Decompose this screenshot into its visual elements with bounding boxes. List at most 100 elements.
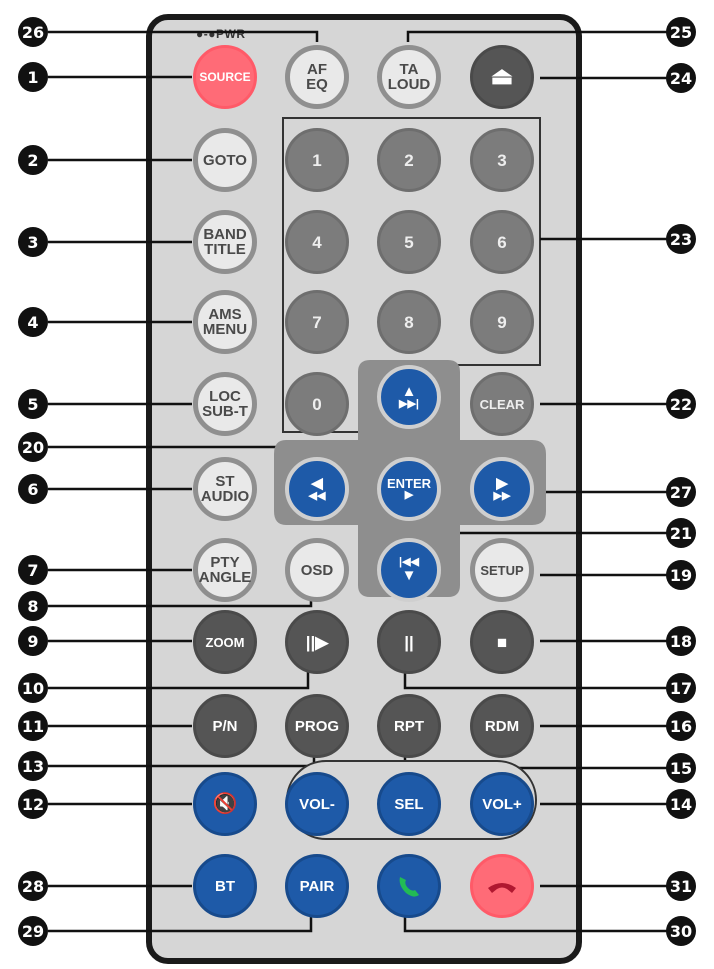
pause-button[interactable]: ||: [377, 610, 441, 674]
rdm-button[interactable]: RDM: [470, 694, 534, 758]
source-label: SOURCE: [199, 70, 251, 84]
zoom-button[interactable]: ZOOM: [193, 610, 257, 674]
vol-minus-button[interactable]: VOL-: [285, 772, 349, 836]
rewind-icon: ◀◀: [308, 490, 326, 502]
callout-12: 12: [18, 789, 48, 819]
goto-label: GOTO: [203, 151, 247, 169]
stop-icon: ■: [496, 632, 508, 652]
callout-13: 13: [18, 751, 48, 781]
loc-label: LOC: [209, 388, 241, 405]
digit-3-button[interactable]: 3: [470, 128, 534, 192]
callout-29: 29: [18, 916, 48, 946]
goto-button[interactable]: GOTO: [193, 128, 257, 192]
digit-2-button[interactable]: 2: [377, 128, 441, 192]
power-label: ●-●PWR: [196, 27, 246, 41]
title-label: TITLE: [204, 241, 246, 258]
digit-label: 8: [404, 312, 414, 332]
clear-label: CLEAR: [479, 396, 525, 412]
pn-button[interactable]: P/N: [193, 694, 257, 758]
callout-19: 19: [666, 560, 696, 590]
right-forward-button[interactable]: ▶▶▶: [470, 457, 534, 521]
pause-icon: ||: [404, 632, 414, 652]
step-play-button[interactable]: ||▶: [285, 610, 349, 674]
prog-button[interactable]: PROG: [285, 694, 349, 758]
rpt-button[interactable]: RPT: [377, 694, 441, 758]
callout-15: 15: [666, 753, 696, 783]
digit-8-button[interactable]: 8: [377, 290, 441, 354]
call-answer-button[interactable]: [377, 854, 441, 918]
prog-label: PROG: [294, 717, 340, 735]
digit-5-button[interactable]: 5: [377, 210, 441, 274]
callout-30: 30: [666, 916, 696, 946]
digit-label: 5: [404, 232, 414, 252]
callout-11: 11: [18, 711, 48, 741]
enter-play-button[interactable]: ENTER▶: [377, 457, 441, 521]
eject-button[interactable]: ⏏: [470, 45, 534, 109]
left-arrow-icon: ◀: [311, 475, 323, 492]
digit-0-button[interactable]: 0: [285, 372, 349, 436]
callout-27: 27: [666, 477, 696, 507]
clear-button[interactable]: CLEAR: [470, 372, 534, 436]
vol-plus-label: VOL+: [482, 795, 522, 813]
callout-3: 3: [18, 227, 48, 257]
callout-31: 31: [666, 871, 696, 901]
digit-1-button[interactable]: 1: [285, 128, 349, 192]
fast-forward-icon: ▶▶: [493, 490, 511, 502]
osd-label: OSD: [300, 561, 334, 579]
callout-5: 5: [18, 389, 48, 419]
callout-10: 10: [18, 673, 48, 703]
callout-7: 7: [18, 555, 48, 585]
digit-7-button[interactable]: 7: [285, 290, 349, 354]
loud-label: LOUD: [387, 76, 431, 93]
step-play-icon: ||▶: [305, 632, 329, 652]
digit-label: 6: [497, 232, 507, 252]
bt-button[interactable]: BT: [193, 854, 257, 918]
callout-17: 17: [666, 673, 696, 703]
osd-button[interactable]: OSD: [285, 538, 349, 602]
left-rewind-button[interactable]: ◀◀◀: [285, 457, 349, 521]
mute-icon: 🔇: [212, 793, 238, 815]
callout-22: 22: [666, 389, 696, 419]
st-label: ST: [215, 473, 235, 490]
callout-21: 21: [666, 518, 696, 548]
down-arrow-icon: ▼: [401, 567, 417, 584]
mute-button[interactable]: 🔇: [193, 772, 257, 836]
play-icon: ▶: [404, 489, 414, 501]
af-label: AF: [307, 61, 327, 78]
digit-label: 2: [404, 150, 414, 170]
setup-button[interactable]: SETUP: [470, 538, 534, 602]
digit-4-button[interactable]: 4: [285, 210, 349, 274]
up-next-button[interactable]: ▲▶▶|: [377, 365, 441, 429]
call-end-button[interactable]: [470, 854, 534, 918]
rpt-label: RPT: [394, 717, 424, 735]
digit-9-button[interactable]: 9: [470, 290, 534, 354]
zoom-label: ZOOM: [205, 634, 245, 650]
pair-button[interactable]: PAIR: [285, 854, 349, 918]
stop-button[interactable]: ■: [470, 610, 534, 674]
digit-6-button[interactable]: 6: [470, 210, 534, 274]
enter-label: ENTER: [386, 476, 432, 491]
source-button[interactable]: SOURCE: [193, 45, 257, 109]
callout-26: 26: [18, 17, 48, 47]
angle-label: ANGLE: [198, 569, 252, 586]
digit-label: 7: [312, 312, 322, 332]
vol-plus-button[interactable]: VOL+: [470, 772, 534, 836]
callout-6: 6: [18, 474, 48, 504]
callout-25: 25: [666, 17, 696, 47]
ams-label: AMS: [208, 306, 242, 323]
digit-label: 4: [312, 232, 322, 252]
callout-28: 28: [18, 871, 48, 901]
eject-icon: ⏏: [490, 63, 514, 90]
down-prev-button[interactable]: |◀◀▼: [377, 538, 441, 602]
ta-label: TA: [399, 61, 419, 78]
digit-label: 1: [312, 150, 322, 170]
sel-button[interactable]: SEL: [377, 772, 441, 836]
